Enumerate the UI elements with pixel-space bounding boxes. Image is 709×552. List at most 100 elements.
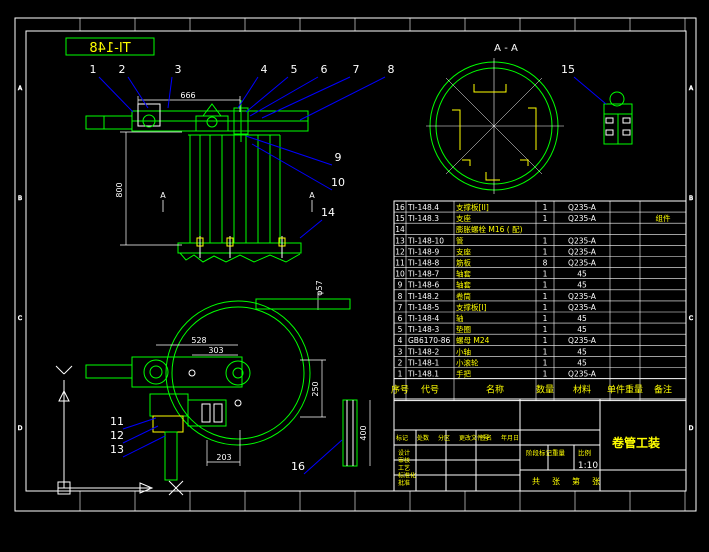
bom-cell: 8: [543, 259, 548, 268]
dim-400: 400: [359, 425, 368, 440]
bom-cell: 6: [398, 314, 403, 323]
bom-header: 单件重量: [607, 384, 643, 396]
bom-cell: 筋板: [456, 258, 471, 268]
bom-cell: TI-148-1: [407, 358, 440, 367]
frame-letter-left: A: [18, 85, 23, 92]
bom-cell: 1: [543, 281, 548, 290]
bom-cell: Q235-A: [568, 292, 597, 301]
bom-cell: 45: [577, 281, 587, 290]
bom-cell: 8: [398, 292, 403, 301]
bom-cell: 4: [398, 336, 403, 345]
bom-cell: TI-148.2: [407, 292, 439, 301]
revision-head: 更改文件号: [459, 434, 489, 442]
callout-12: 12: [110, 429, 124, 442]
bom-cell: 垫圈: [456, 324, 471, 334]
bom-cell: TI-148-7: [407, 270, 440, 279]
stage-label: 比例: [578, 448, 591, 457]
callout-13: 13: [110, 443, 124, 456]
bom-cell: 1: [543, 247, 548, 256]
bom-cell: TI-148-6: [407, 281, 440, 290]
bom-cell: Q235-A: [568, 203, 597, 212]
bom-cell: GB6170-86: [408, 336, 451, 345]
revision-head: 分区: [438, 434, 450, 442]
callout-2: 2: [119, 63, 126, 76]
bom-cell: 支座: [456, 246, 471, 256]
bom-cell: Q235-A: [568, 214, 597, 223]
bom-cell: 支撑板[II]: [456, 202, 489, 212]
bom-cell: Q235-A: [568, 303, 597, 312]
bom-cell: 45: [577, 325, 587, 334]
callout-4: 4: [261, 63, 268, 76]
callout-7: 7: [353, 63, 360, 76]
bom-cell: 膨胀螺栓 M16 ( 配): [456, 224, 523, 234]
role-label: 批准: [398, 479, 410, 487]
dim-528: 528: [191, 336, 206, 345]
role-label: 审核: [398, 457, 410, 465]
bom-cell: 1: [543, 336, 548, 345]
bom-cell: 12: [395, 247, 405, 256]
frame-letter-right: B: [689, 195, 693, 202]
bom-cell: 1: [398, 370, 403, 379]
revision-head: 处数: [417, 434, 429, 442]
bom-cell: 小轴: [456, 346, 471, 356]
bom-cell: 支座: [456, 213, 471, 223]
bom-cell: TI-148.1: [407, 370, 439, 379]
callout-1: 1: [90, 63, 97, 76]
bom-header: 名称: [486, 384, 504, 396]
callout-15: 15: [561, 63, 575, 76]
bom-cell: 卷筒: [456, 291, 471, 301]
bom-cell: TI-148-8: [407, 259, 440, 268]
bom-cell: 1: [543, 270, 548, 279]
bom-cell: 45: [577, 347, 587, 356]
bom-cell: 1: [543, 325, 548, 334]
callout-3: 3: [175, 63, 182, 76]
scale-value: 1:10: [578, 461, 598, 471]
title-block-texts: 标记处数分区更改文件号签名年月日设计审核工艺标准化批准阶段标记重量比例共张第张: [396, 434, 600, 487]
callout-14: 14: [321, 206, 335, 219]
sheet-footer: 张: [592, 477, 600, 486]
sheet-footer: 张: [552, 477, 560, 486]
dim-57: φ57: [315, 280, 324, 295]
frame-letter-right: D: [689, 425, 694, 432]
role-label: 设计: [398, 449, 410, 457]
callout-9: 9: [335, 151, 342, 164]
bom-cell: Q235-A: [568, 247, 597, 256]
bom-cell: 5: [398, 325, 403, 334]
callout-leaders: [98, 76, 607, 475]
bom-header: 数量: [536, 384, 554, 396]
frame-letter-left: C: [18, 315, 22, 322]
bom-cell: 1: [543, 347, 548, 356]
callout-11: 11: [110, 415, 124, 428]
section-mark-right: A: [309, 191, 315, 200]
front-view: [85, 100, 309, 263]
bom-cell: 45: [577, 270, 587, 279]
bom-cell: 手把: [456, 369, 471, 379]
dim-203: 203: [216, 453, 231, 462]
bom-cell: 9: [398, 281, 403, 290]
bom-cell: TI-148-10: [407, 236, 444, 245]
title-block[interactable]: [393, 398, 687, 492]
plan-view: [85, 298, 351, 481]
part-15-bracket: [603, 91, 633, 145]
section-marks: [162, 200, 313, 212]
